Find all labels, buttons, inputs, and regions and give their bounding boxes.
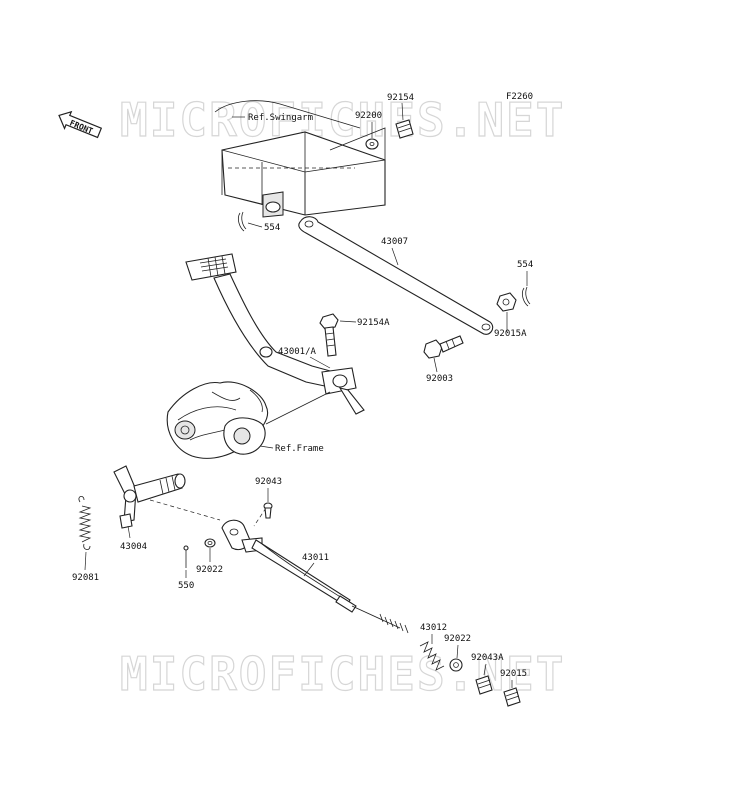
brake-shaft-43004 [113, 465, 186, 529]
front-arrow-badge: FRONT [58, 110, 103, 139]
bolt-92003 [423, 335, 464, 359]
label-43004: 43004 [120, 542, 147, 552]
cotter-pin-550 [183, 545, 189, 568]
brake-rod-43007 [298, 216, 494, 335]
pin-92043 [263, 502, 273, 519]
cotter-pin-554-upper [237, 211, 247, 232]
label-92022-right: 92022 [444, 634, 471, 644]
spring-43012 [419, 641, 445, 671]
label-554-upper: 554 [264, 223, 280, 233]
washer-92022-right [449, 658, 463, 672]
ref-swingarm-label: Ref.Swingarm [248, 113, 313, 123]
brake-cable-43011 [221, 519, 409, 634]
watermark-bottom: MICROFICHES.NET [120, 647, 565, 701]
label-92022-lower: 92022 [196, 565, 223, 575]
label-550: 550 [178, 581, 194, 591]
washer-92200 [365, 138, 379, 150]
bolt-92154 [395, 119, 414, 139]
watermark-top: MICROFICHES.NET [120, 93, 565, 147]
label-43007: 43007 [381, 237, 408, 247]
label-92043: 92043 [255, 477, 282, 487]
spring-92081 [78, 496, 92, 550]
bolt-92154A [319, 313, 339, 357]
nut-92015 [503, 687, 521, 707]
label-43012: 43012 [420, 623, 447, 633]
label-92154: 92154 [387, 93, 414, 103]
label-92154A: 92154A [357, 318, 390, 328]
assembly-line-pin [253, 507, 267, 527]
nut-92015A [496, 292, 517, 312]
label-92003: 92003 [426, 374, 453, 384]
swingarm-reference [214, 100, 386, 218]
frame-reference [166, 381, 331, 459]
brake-pedal-43001A [185, 253, 365, 415]
diagram-code: F2260 [506, 92, 533, 102]
ref-frame-label: Ref.Frame [275, 444, 324, 454]
label-92043A: 92043A [471, 653, 504, 663]
label-92200: 92200 [355, 111, 382, 121]
label-92015A: 92015A [494, 329, 527, 339]
label-92015: 92015 [500, 669, 527, 679]
label-43011: 43011 [302, 553, 329, 563]
label-554-right: 554 [517, 260, 533, 270]
nut-92043A [475, 675, 493, 695]
label-92081: 92081 [72, 573, 99, 583]
label-43001A: 43001/A [278, 347, 317, 357]
assembly-line-lever [149, 499, 221, 521]
cotter-pin-554-right [521, 286, 531, 307]
washer-92022-lower [204, 538, 216, 548]
